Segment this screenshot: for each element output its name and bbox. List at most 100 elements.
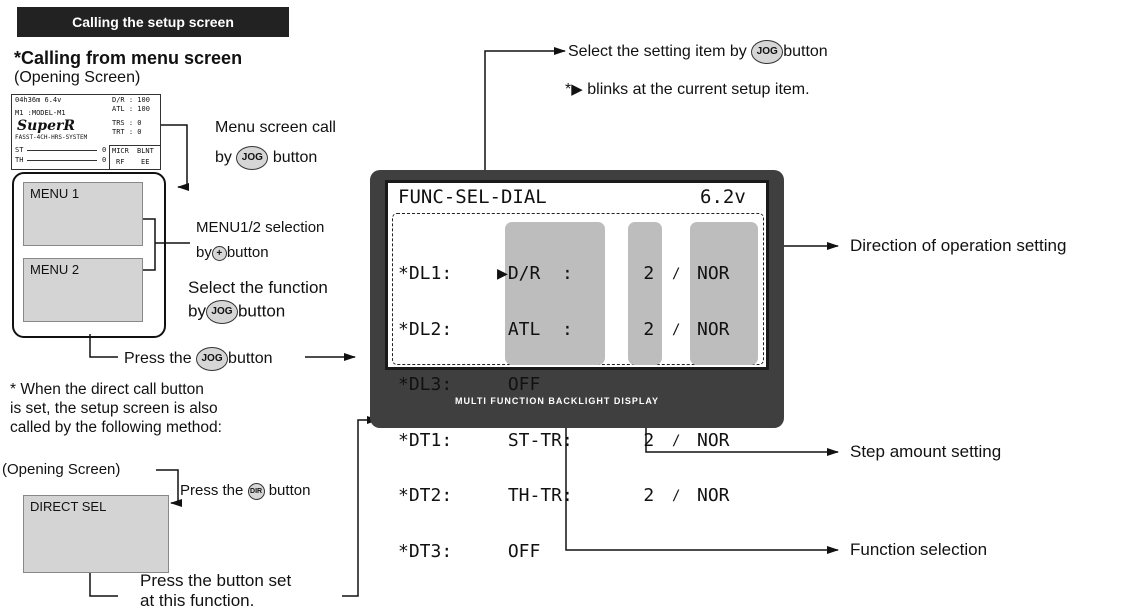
direction-column-highlight — [690, 222, 758, 365]
mini-row-4b: TRT : 0 — [112, 128, 142, 136]
function-selection-label: Function selection — [850, 540, 988, 559]
press-text: Press the — [180, 482, 244, 499]
lcd-function: ▶D/R : — [497, 263, 573, 284]
by-text: by — [196, 244, 212, 261]
menu-selection-label: MENU1/2 selection — [196, 219, 325, 236]
mini-logo: SuperR — [17, 118, 75, 134]
lcd-direction — [697, 376, 730, 395]
menu-selection-by: by+button — [196, 243, 269, 263]
menu-2-screen: MENU 2 — [23, 258, 143, 322]
menu-call-title: *Calling from menu screen — [14, 48, 243, 68]
lcd-step: 2 — [643, 485, 655, 506]
direct-note-1: * When the direct call button — [10, 381, 204, 398]
lcd-function: ATL : — [497, 318, 573, 340]
lcd-brand-label: MULTI FUNCTION BACKLIGHT DISPLAY — [455, 396, 659, 406]
lcd-direction — [697, 543, 730, 562]
mini-row-1b: D/R : 100 — [112, 96, 150, 104]
direction-setting-label: Direction of operation setting — [850, 236, 1067, 255]
lcd-title: FUNC-SEL-DIAL — [398, 186, 547, 208]
press-set-label-1: Press the button set — [140, 571, 292, 590]
lcd-direction: NOR — [697, 485, 730, 506]
lcd-direction: NOR — [697, 429, 730, 451]
press-dir-label: Press the DIR button — [180, 481, 310, 501]
dir-button-icon: DIR — [247, 482, 265, 500]
button-text: button — [272, 149, 318, 167]
opening-screen-label-2: (Opening Screen) — [2, 461, 121, 478]
lcd-label: *DT2: — [398, 485, 453, 506]
section-header: Calling the setup screen — [17, 7, 289, 37]
lcd-slash — [672, 376, 689, 395]
lcd-direction-column: NOR NOR NOR NOR — [697, 228, 730, 580]
mini-btn-grid: MICR BLNT RF EE — [109, 145, 160, 169]
function-column-highlight — [505, 222, 605, 365]
lcd-voltage: 6.2v — [700, 186, 746, 208]
step-column-highlight — [628, 222, 662, 365]
lcd-label-column: *DL1: *DL2: *DL3: *DT1: *DT2: *DT3: — [398, 228, 452, 580]
mini-st: ST — [15, 146, 24, 154]
mini-row-2: M1 :MODEL-M1 — [15, 109, 66, 117]
mini-zero-2: 0 — [102, 156, 107, 164]
lcd-step — [638, 376, 660, 395]
button-text: button — [268, 482, 311, 499]
by-text: by — [188, 301, 206, 321]
mini-row-1: 04h36m 6.4v — [15, 96, 62, 104]
lcd-step: 2 — [643, 263, 655, 284]
menu-screen-frame — [12, 172, 166, 338]
mini-row-4: TRS : 0 — [112, 119, 142, 127]
mini-th: TH — [15, 156, 24, 164]
button-text: button — [228, 350, 273, 368]
opening-screen-thumbnail: 04h36m 6.4v D/R : 100 M1 :MODEL-M1 ATL :… — [11, 94, 161, 170]
menu-1-screen: MENU 1 — [23, 182, 143, 246]
mini-row-2b: ATL : 100 — [112, 105, 150, 113]
lcd-direction: NOR — [697, 263, 730, 284]
lcd-slash-column: / / / / — [672, 228, 689, 580]
select-function-label: Select the function — [188, 278, 328, 297]
lcd-slash: / — [672, 488, 681, 504]
lcd-step: 2 — [643, 318, 655, 340]
menu-call-by: by JOG button — [215, 146, 317, 170]
direct-sel-screen: DIRECT SEL — [23, 495, 169, 573]
step-setting-label: Step amount setting — [850, 442, 1002, 461]
mini-b3: RF — [116, 158, 125, 166]
mini-row-5: FASST-4CH-HRS-SYSTEM — [15, 134, 88, 141]
blinks-label: *▶ blinks at the current setup item. — [565, 80, 810, 100]
mini-b2: BLNT — [137, 147, 154, 155]
lcd-function-column: ▶D/R : ATL : OFF ST-TR: TH-TR: OFF — [497, 228, 573, 580]
press-text: Press the — [124, 350, 192, 368]
mini-zero-1: 0 — [102, 146, 107, 154]
jog-button-icon: JOG — [196, 347, 229, 371]
button-text: button — [237, 301, 286, 321]
direct-note-3: called by the following method: — [10, 419, 222, 436]
jog-button-icon: JOG — [751, 40, 784, 64]
button-text: button — [783, 43, 828, 61]
lcd-slash — [672, 543, 689, 562]
select-item-text: Select the setting item by — [568, 43, 747, 61]
lcd-step: 2 — [643, 429, 655, 451]
cursor-triangle-icon: ▶ — [571, 81, 583, 98]
lcd-direction: NOR — [697, 318, 730, 340]
lcd-slash: / — [672, 266, 681, 282]
star-text: * — [565, 81, 572, 98]
lcd-function: TH-TR: — [497, 485, 573, 506]
mini-b4: EE — [141, 158, 150, 166]
plus-button-icon: + — [211, 245, 227, 261]
lcd-slash: / — [672, 432, 681, 449]
blinks-text: blinks at the current setup item. — [587, 81, 810, 98]
lcd-step — [638, 543, 660, 562]
by-text: by — [215, 149, 232, 167]
button-text: button — [226, 244, 269, 261]
opening-screen-label: (Opening Screen) — [14, 69, 141, 86]
lcd-label: *DL2: — [398, 318, 453, 340]
mini-st-bar — [27, 150, 97, 151]
lcd-function: OFF — [497, 374, 541, 395]
lcd-step-column: 2 2 2 2 — [638, 228, 660, 580]
mini-b1: MICR — [112, 147, 129, 155]
lcd-label: *DT3: — [398, 540, 453, 562]
press-set-label-2: at this function. — [140, 591, 255, 610]
jog-button-icon: JOG — [205, 300, 238, 324]
lcd-function: OFF — [497, 540, 541, 562]
lcd-slash: / — [672, 321, 681, 338]
